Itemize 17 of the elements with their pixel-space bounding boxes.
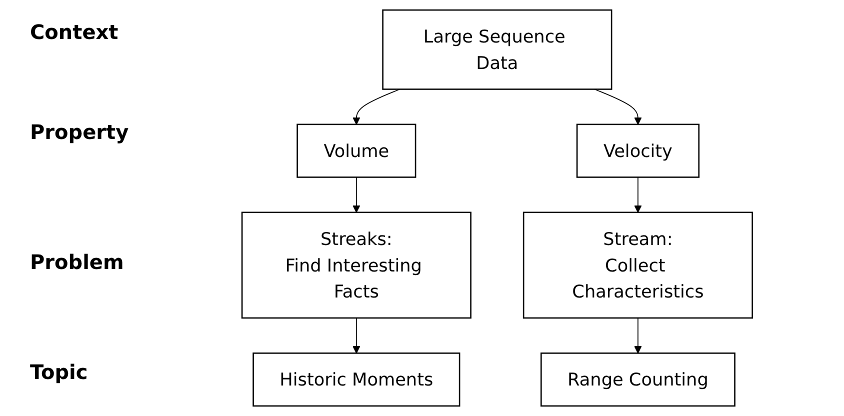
arrow	[352, 318, 360, 354]
node-box: Range Counting	[540, 352, 736, 407]
arrow	[634, 176, 642, 213]
row-label: Context	[30, 20, 118, 44]
row-label: Problem	[30, 250, 124, 274]
node-box: Large Sequence Data	[382, 9, 612, 90]
arrow	[594, 88, 642, 125]
arrow	[634, 318, 642, 354]
node-box: Historic Moments	[252, 352, 460, 407]
row-label: Property	[30, 120, 129, 144]
row-label: Topic	[30, 360, 88, 384]
node-box: Velocity	[576, 124, 700, 178]
node-box: Volume	[296, 124, 416, 178]
arrow	[352, 176, 360, 213]
arrow	[352, 88, 400, 125]
node-box: Stream: Collect Characteristics	[522, 212, 753, 319]
node-box: Streaks: Find Interesting Facts	[241, 212, 472, 319]
